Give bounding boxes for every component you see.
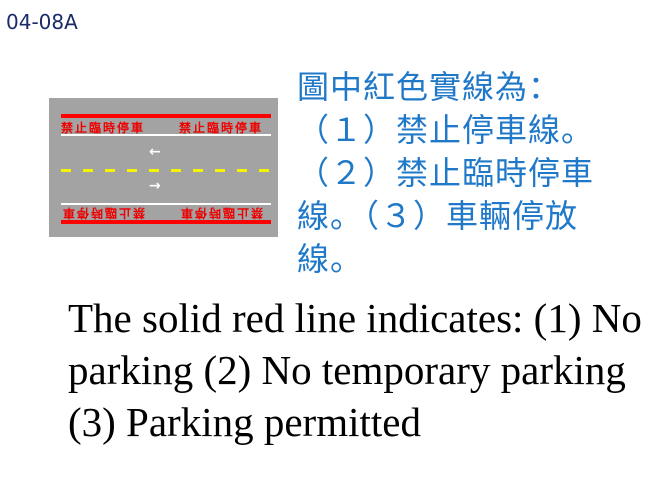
arrow-right-icon: → bbox=[149, 178, 161, 194]
red-line-bottom bbox=[61, 220, 271, 224]
white-line-top bbox=[61, 134, 271, 136]
marking-text: 禁止臨時停車 bbox=[61, 121, 146, 135]
road-marking-illustration: 禁止臨時停車 禁止臨時停車 ← → 禁止臨時停車 禁止臨時停車 bbox=[49, 98, 278, 237]
arrow-left-icon: ← bbox=[149, 144, 161, 160]
yellow-dashed-centerline bbox=[49, 169, 278, 172]
marking-text: 禁止臨時停車 bbox=[179, 121, 264, 135]
red-line-top bbox=[61, 114, 271, 118]
question-english: The solid red line indicates: (1) No par… bbox=[68, 295, 642, 445]
question-code: 04-08A bbox=[6, 10, 78, 34]
white-line-bottom bbox=[61, 203, 271, 205]
question-chinese: 圖中紅色實線為：（１）禁止停車線。（２）禁止臨時停車線。（３）車輛停放線。 bbox=[297, 68, 595, 278]
